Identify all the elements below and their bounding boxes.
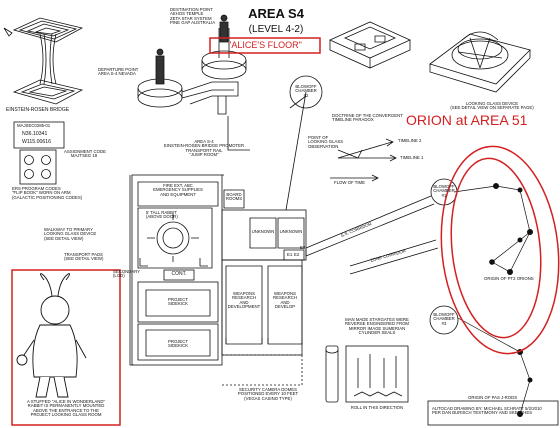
elevator-label: E2 xyxy=(294,252,300,257)
transport-rail xyxy=(181,81,239,115)
observation-label: POINT OF LOOKING GLASS OBSERVATION xyxy=(308,135,344,149)
security-camera-label: SECURITY CAMERA DOMES POSITIONED EVERY 1… xyxy=(237,387,299,401)
code-line: W115.00616 xyxy=(22,139,52,145)
orion-ellipse xyxy=(440,145,560,355)
stargate-note: MAN MADE STARGATES WERE REVERSE ENGINEER… xyxy=(345,317,409,335)
flow-of-time-label: FLOW OF TIME xyxy=(334,180,365,185)
departure-pad xyxy=(137,48,183,108)
unknown-room-label: UNKNOWN xyxy=(251,229,275,234)
doctrine-label: DOCTRINE OF THE CONVERGENT TIMELINE PARA… xyxy=(332,113,403,123)
chamber3-circle xyxy=(429,305,459,335)
walkway-label: WALKWAY TO PRIMARY LOOKING GLASS DEVICE … xyxy=(44,227,97,241)
cont-label: CONT. xyxy=(171,271,187,277)
chamber2-label: BLOWOFF CHAMBER #2 xyxy=(295,84,317,98)
sumerian-seals xyxy=(325,345,409,403)
wormhole-graphic xyxy=(3,17,84,105)
looking-glass-label: LOOKING GLASS DEVICE (SEE DETAIL VIEW ON… xyxy=(450,101,534,111)
page-title: AREA S4 xyxy=(248,6,304,21)
alice-floor-label: "ALICE'S FLOOR" xyxy=(228,40,302,50)
credit-label: AUTOCAD DRAWING BY: MICHAEL SCHRATT 5/2/… xyxy=(432,406,542,416)
white-rabbit-figure xyxy=(16,273,87,398)
timeline2-label: TIMELINE 2 xyxy=(398,138,422,143)
program-code-label: ERS PROGRAM CODES "FLIP BOOK" WORN ON AR… xyxy=(12,186,83,200)
jump-room-isometric xyxy=(329,21,411,69)
rabbit-caption: A STUFFED "ALICE IN WONDERLAND" RABBIT I… xyxy=(26,399,106,417)
corridors xyxy=(305,195,439,275)
elevator-label: E1 xyxy=(287,252,293,257)
code-caption: ASSIGNMENT CODE MAJTSEG 18 xyxy=(64,149,106,159)
looking-glass-device xyxy=(429,31,531,93)
promoter-connector xyxy=(227,116,250,151)
unknown-room-label: UNKNOWN xyxy=(279,229,303,234)
elevator-label: E3 xyxy=(300,245,306,250)
s4-promoter-label: AREA S-4 EINSTEIN-ROSEN BRIDGE PROMOTER … xyxy=(163,139,245,157)
fire-ext-label: FIRE EXT, ABC EMERGENCY SUPPLIES AND EQU… xyxy=(153,183,203,197)
timeline1-label: TIMELINE 1 xyxy=(400,155,424,160)
board-rooms-label: BOARD ROOMS xyxy=(225,192,243,202)
red-annotations xyxy=(11,37,560,426)
chamber2-link xyxy=(285,91,307,211)
tall-rabbit-label: 5' TALL RABBIT (ABOVE DOOR) xyxy=(146,210,178,220)
orion-stars xyxy=(489,183,533,417)
departure-label: DEPARTURE POINT AREA S-4 NEVADA xyxy=(98,67,139,77)
constellation-lines xyxy=(453,185,531,415)
code-line: N36.10341 xyxy=(22,131,48,137)
code-box-frame xyxy=(13,121,65,149)
pas-origin-label: ORIGIN OF PAS J-RODS xyxy=(468,395,518,400)
credit-frame xyxy=(427,400,559,426)
chamber2-circle xyxy=(289,75,323,109)
orion-ellipse-inner xyxy=(450,157,542,339)
transport-pads-label: TRANSPORT PADS (SEE DETAIL VIEW) xyxy=(64,252,104,262)
destination-label: DESTINATION POINT AEHOS TEMPLE ZETA STAR… xyxy=(170,7,216,25)
orion-heading: ORION at AREA 51 xyxy=(406,112,528,128)
code-line: MAJSEC0285-01 xyxy=(17,123,51,128)
destination-pad xyxy=(201,14,247,80)
einstein-label: EINSTEIN-ROSEN BRIDGE xyxy=(6,107,70,113)
alice-floor-box xyxy=(209,37,321,54)
weapons-room-label: WEAPONS RESEARCH AND DEVELOPMENT xyxy=(227,291,261,309)
sidekick-room-label: PROJECT SIDEKICK xyxy=(167,297,189,307)
rabbit-box xyxy=(11,269,121,426)
timeline-diagram xyxy=(330,138,397,182)
roll-direction-label: ROLL IN THIS DIRECTION xyxy=(350,405,404,410)
chamber3-label: BLOWOFF CHAMBER #3 xyxy=(433,312,455,326)
floorplan-walls xyxy=(129,174,307,386)
chamber1-label: BLOWOFF CHAMBER #1 xyxy=(433,184,455,198)
pt2-origin-label: ORIGIN OF PT2 ORIONS xyxy=(484,276,534,281)
level-label: (LEVEL 4-2) xyxy=(248,24,304,35)
flipbook-frame xyxy=(19,149,57,185)
sidekick-room-label: PROJECT SIDEKICK xyxy=(167,339,189,349)
secondary-lgd-label: SECONDARY (LGD) xyxy=(113,269,141,279)
weapons-room-label: WEAPONS RESEARCH AND DEVELOP xyxy=(273,291,297,309)
